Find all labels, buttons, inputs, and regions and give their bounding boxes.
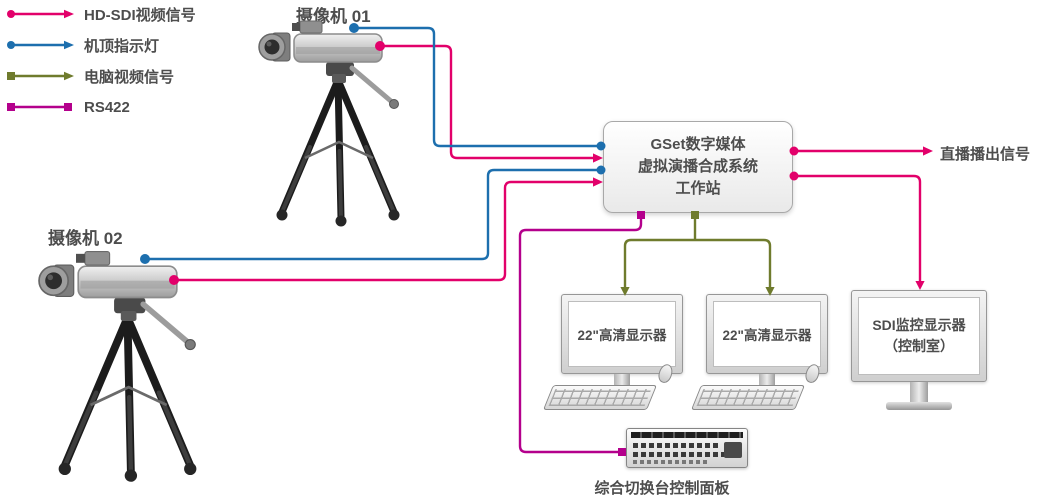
cam2-tally-light-dot-icon bbox=[140, 254, 150, 264]
hdsdi-line-cam1-to-workstation bbox=[380, 44, 594, 160]
hdsdi-cam2-arrow-icon bbox=[593, 177, 603, 187]
legend-label-hd-sdi: HD-SDI视频信号 bbox=[84, 6, 196, 24]
workstation-box: GSet数字媒体 虚拟演播合成系统 工作站 bbox=[603, 121, 793, 213]
legend: HD-SDI视频信号 机顶指示灯 电脑视频信号 RS422 bbox=[6, 7, 196, 132]
workstation-line2: 虚拟演播合成系统 bbox=[637, 158, 758, 176]
sdi-monitor-arrow-icon bbox=[915, 281, 925, 290]
sdi-monitor-label-line2: （控制室） bbox=[884, 338, 954, 354]
sdi-monitor: SDI监控显示器 （控制室） bbox=[851, 290, 987, 410]
sdi-monitor-label-line1: SDI监控显示器 bbox=[872, 317, 966, 333]
broadcast-output-arrow-icon bbox=[923, 146, 933, 156]
legend-item-pc-video: 电脑视频信号 bbox=[6, 69, 196, 86]
camera-01-label: 摄像机 01 bbox=[296, 7, 371, 26]
workstation-line1: GSet数字媒体 bbox=[650, 136, 746, 154]
legend-label-rs422: RS422 bbox=[84, 98, 130, 116]
rs422-switcher-square-icon bbox=[618, 448, 626, 456]
keyboard-1-keys bbox=[548, 389, 652, 406]
hdsdi-cam2-port-dot-icon bbox=[169, 275, 179, 285]
switcher-button-row-3 bbox=[633, 460, 707, 464]
workstation-line3: 工作站 bbox=[675, 179, 721, 197]
monitor-1-screen: 22"高清显示器 bbox=[561, 294, 683, 374]
switcher-panel bbox=[626, 428, 748, 468]
legend-item-hd-sdi: HD-SDI视频信号 bbox=[6, 7, 196, 24]
rs422-line-swatch-icon bbox=[7, 103, 72, 111]
camera-02-graphic bbox=[39, 252, 196, 482]
hdsdi-line-cam2-to-workstation bbox=[174, 180, 594, 282]
keyboard-1 bbox=[542, 385, 658, 410]
monitor-2-screen: 22"高清显示器 bbox=[706, 294, 828, 374]
hdsdi-cam1-arrow-icon bbox=[593, 153, 603, 163]
legend-item-tally: 机顶指示灯 bbox=[6, 38, 196, 55]
keyboard-2-keys bbox=[696, 389, 800, 406]
camera-01-graphic bbox=[259, 21, 400, 227]
monitor-2-label: 22"高清显示器 bbox=[713, 301, 821, 367]
sdi-monitor-stand-neck bbox=[910, 382, 928, 402]
sdi-monitor-screen: SDI监控显示器 （控制室） bbox=[851, 290, 987, 382]
pc-video-line-swatch-icon bbox=[7, 71, 74, 81]
tally-line-swatch-icon bbox=[7, 40, 74, 50]
switcher-fader-block bbox=[724, 442, 742, 458]
broadcast-output-label: 直播播出信号 bbox=[940, 146, 1031, 163]
switcher-label: 综合切换台控制面板 bbox=[594, 480, 730, 497]
pc-video-branch-line bbox=[623, 238, 772, 288]
hd-sdi-line-swatch-icon bbox=[7, 9, 74, 19]
monitor-2: 22"高清显示器 bbox=[706, 294, 828, 397]
switcher-button-row-2 bbox=[633, 452, 733, 457]
tally-line-workstation-to-cam2 bbox=[145, 168, 601, 261]
switcher-top-strip bbox=[631, 432, 743, 438]
hdsdi-cam1-port-dot-icon bbox=[375, 41, 385, 51]
legend-label-tally: 机顶指示灯 bbox=[84, 37, 160, 55]
sdi-line-workstation-to-monitor bbox=[793, 174, 922, 281]
camera-02-label: 摄像机 02 bbox=[48, 229, 123, 248]
tally-line-workstation-to-cam1 bbox=[354, 26, 601, 148]
sdi-monitor-stand-base bbox=[886, 402, 952, 410]
legend-item-rs422: RS422 bbox=[6, 98, 196, 116]
switcher-button-row-1 bbox=[633, 443, 719, 448]
legend-label-pc-video: 电脑视频信号 bbox=[84, 68, 175, 86]
keyboard-2 bbox=[690, 385, 806, 410]
monitor-1-label: 22"高清显示器 bbox=[568, 301, 676, 367]
